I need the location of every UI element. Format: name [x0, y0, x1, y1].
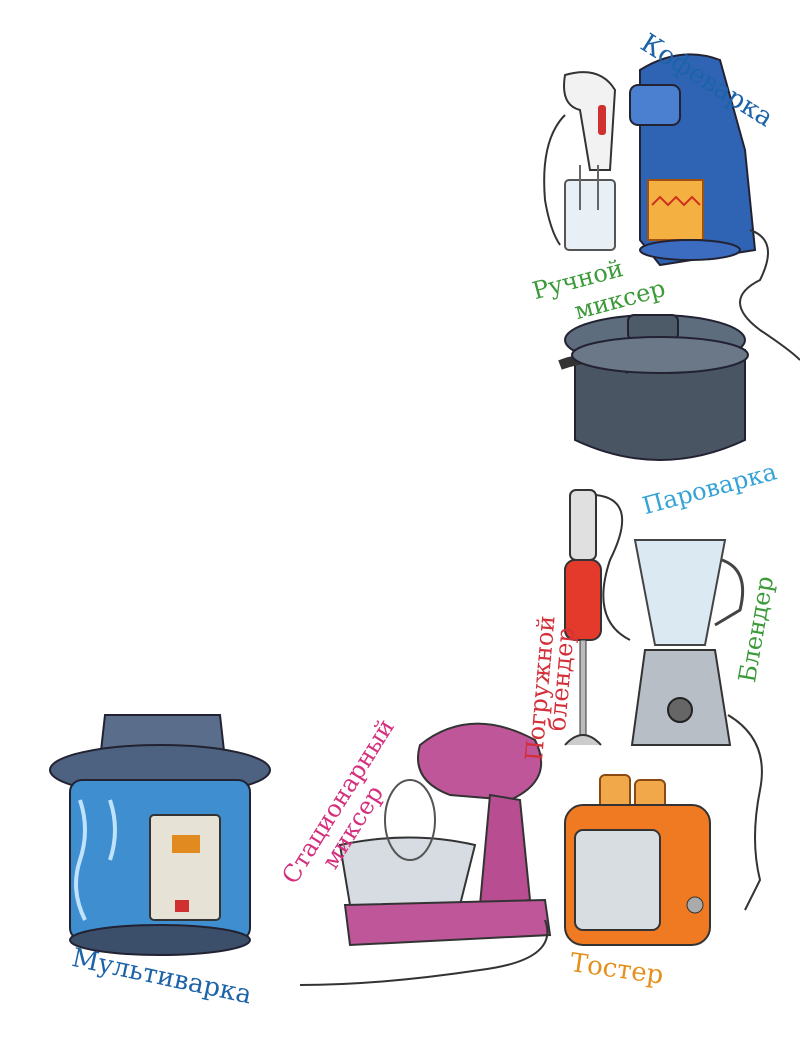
immersion-blender-illustration [564, 489, 631, 746]
coffee-maker-illustration [629, 53, 800, 361]
toaster-illustration [564, 774, 711, 946]
multicooker-illustration [49, 714, 271, 956]
steamer-illustration [558, 314, 749, 461]
stand-mixer-illustration [299, 722, 552, 986]
blender-illustration [630, 539, 763, 911]
hand-mixer-illustration [543, 71, 617, 251]
